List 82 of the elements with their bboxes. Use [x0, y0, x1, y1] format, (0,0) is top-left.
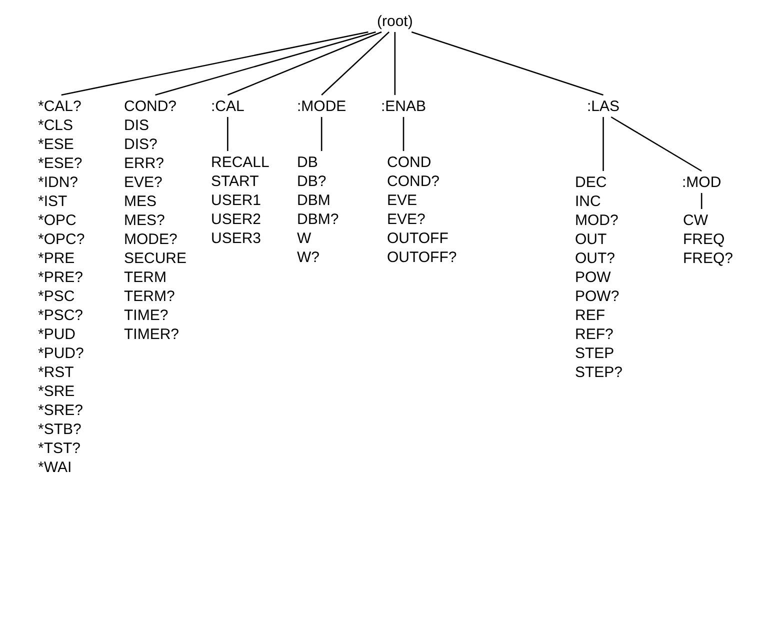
tree-line	[320, 117, 322, 151]
command-label: ERR?	[124, 154, 164, 173]
command-label: *PSC	[38, 287, 75, 306]
command-label: INC	[575, 192, 601, 211]
command-label: STEP	[575, 344, 614, 363]
tree-line	[602, 117, 604, 171]
command-label: *RST	[38, 363, 74, 382]
command-label: MES?	[124, 211, 165, 230]
command-label: *TST?	[38, 439, 81, 458]
command-label: *PRE	[38, 249, 75, 268]
command-label: *PRE?	[38, 268, 84, 287]
root-label: (root)	[377, 12, 413, 31]
tree-line	[227, 31, 382, 96]
command-label: RECALL	[211, 153, 270, 172]
command-label: COND	[387, 153, 432, 172]
tree-line	[610, 116, 702, 172]
command-label: *SRE?	[38, 401, 84, 420]
command-label: DB	[297, 153, 318, 172]
command-label: USER2	[211, 210, 262, 229]
command-label: FREQ	[683, 230, 725, 249]
command-label: *OPC	[38, 211, 76, 230]
command-label: *PUD	[38, 325, 76, 344]
command-label: OUT	[575, 230, 607, 249]
command-label: DBM?	[297, 210, 339, 229]
command-label: *CLS	[38, 116, 74, 135]
tree-line	[411, 31, 604, 96]
command-label: *CAL?	[38, 97, 82, 116]
command-label: DIS	[124, 116, 150, 135]
command-label: DBM	[297, 191, 330, 210]
command-label: MES	[124, 192, 157, 211]
tree-line	[700, 193, 702, 209]
subsystem-label: :MODE	[297, 97, 346, 116]
subsystem-label: :CAL	[211, 97, 244, 116]
command-label: *SRE	[38, 382, 75, 401]
command-label: POW?	[575, 287, 620, 306]
subsystem-label: :MOD	[682, 173, 722, 192]
command-label: OUTOFF?	[387, 248, 457, 267]
command-label: *IDN?	[38, 173, 78, 192]
command-label: FREQ?	[683, 249, 734, 268]
command-label: *STB?	[38, 420, 82, 439]
tree-line	[227, 117, 228, 151]
command-label: OUTOFF	[387, 229, 448, 248]
command-label: TIME?	[124, 306, 168, 325]
command-label: W?	[297, 248, 320, 267]
command-label: REF	[575, 306, 605, 325]
command-label: SECURE	[124, 249, 187, 268]
tree-line	[155, 31, 376, 96]
command-label: *ESE?	[38, 154, 82, 173]
subsystem-label: :ENAB	[381, 97, 426, 116]
command-label: COND?	[387, 172, 440, 191]
tree-line	[402, 117, 404, 151]
command-label: DEC	[575, 173, 607, 192]
command-label: POW	[575, 268, 611, 287]
command-label: OUT?	[575, 249, 616, 268]
command-label: TERM?	[124, 287, 175, 306]
command-label: *PSC?	[38, 306, 84, 325]
command-label: CW	[683, 211, 708, 230]
command-label: *ESE	[38, 135, 74, 154]
command-label: DIS?	[124, 135, 158, 154]
command-label: COND?	[124, 97, 177, 116]
command-label: USER1	[211, 191, 262, 210]
command-label: USER3	[211, 229, 262, 248]
command-label: *OPC?	[38, 230, 85, 249]
tree-line	[394, 32, 396, 95]
command-label: *PUD?	[38, 344, 84, 363]
tree-line	[321, 32, 390, 96]
command-label: EVE?	[124, 173, 162, 192]
command-label: STEP?	[575, 363, 623, 382]
command-label: EVE	[387, 191, 418, 210]
command-label: TIMER?	[124, 325, 180, 344]
command-label: DB?	[297, 172, 326, 191]
command-label: W	[297, 229, 312, 248]
command-label: START	[211, 172, 259, 191]
command-label: MOD?	[575, 211, 618, 230]
command-label: TERM	[124, 268, 166, 287]
command-label: MODE?	[124, 230, 178, 249]
command-label: EVE?	[387, 210, 426, 229]
command-label: *IST	[38, 192, 68, 211]
subsystem-label: :LAS	[587, 97, 620, 116]
command-label: *WAI	[38, 458, 72, 477]
tree-line	[61, 31, 368, 96]
command-label: REF?	[575, 325, 614, 344]
